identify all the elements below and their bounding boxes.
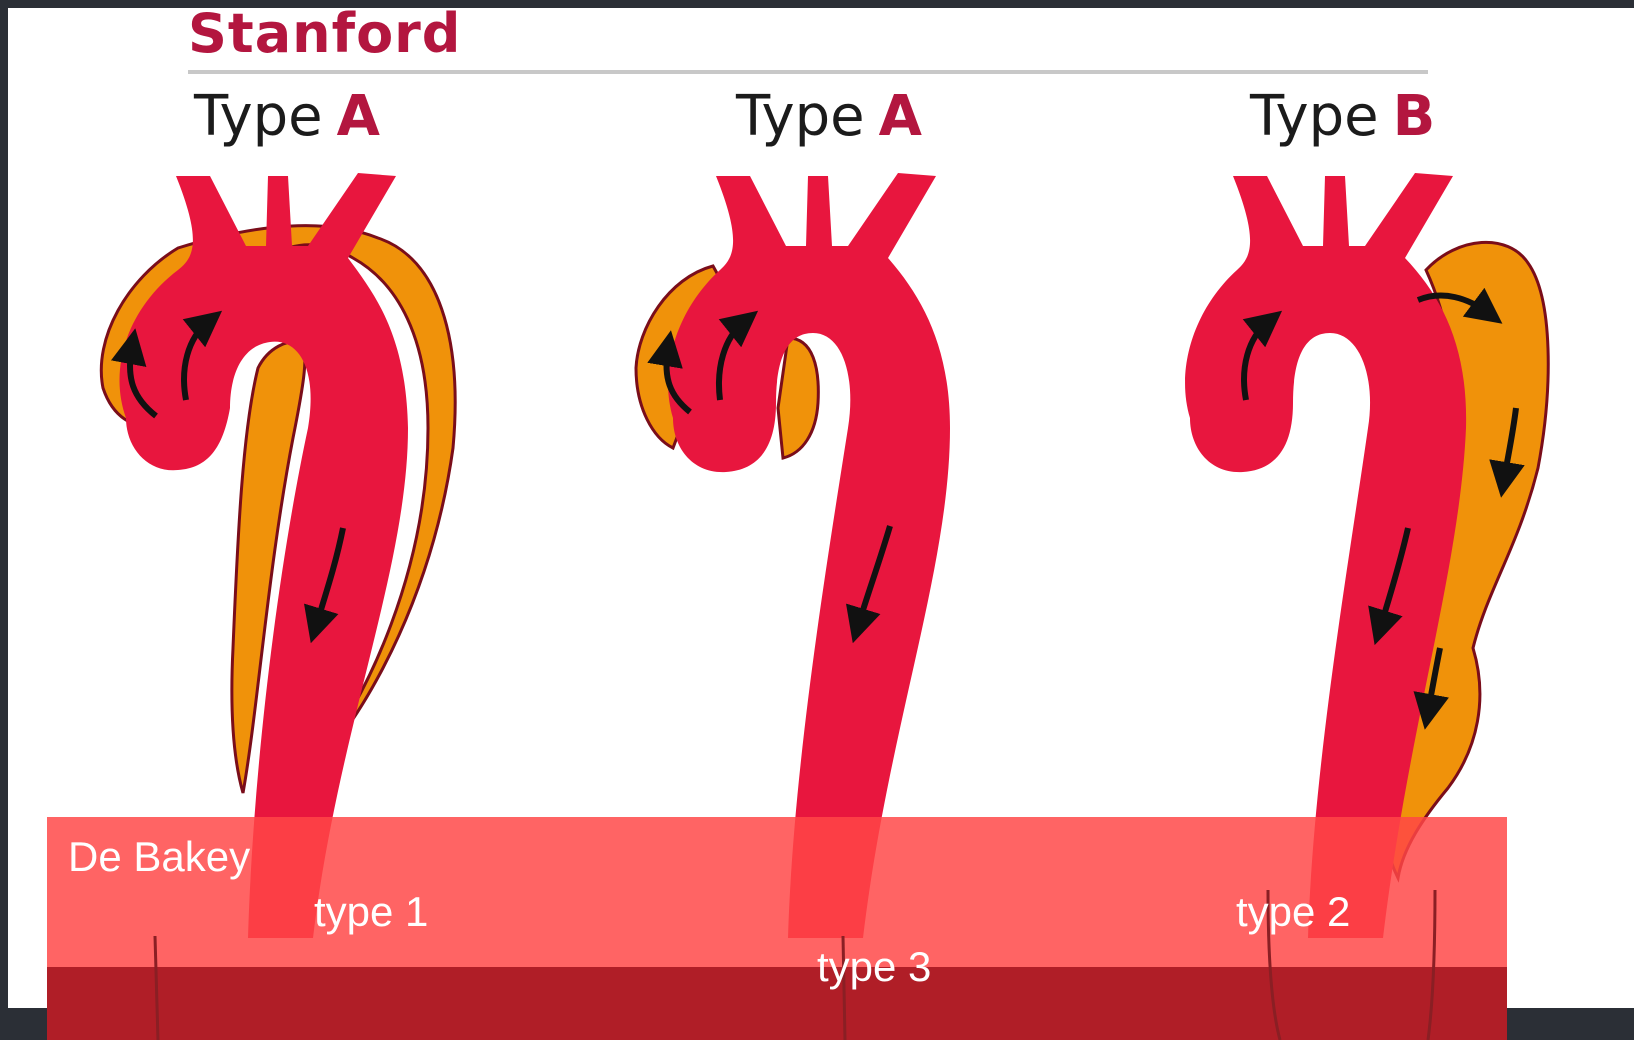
bracket-right-line-b: [1428, 890, 1435, 1040]
debakey-type-2-label: type 2: [1236, 888, 1350, 936]
debakey-title: De Bakey: [68, 833, 250, 881]
bracket-left-line: [155, 936, 158, 1040]
debakey-type-1-label: type 1: [314, 888, 428, 936]
debakey-type-3-label: type 3: [817, 943, 931, 991]
